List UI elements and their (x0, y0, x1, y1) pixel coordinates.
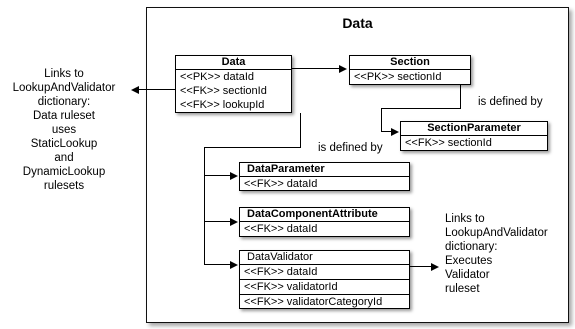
right-note-line: ruleset (445, 283, 480, 295)
arrowhead-section-parameter (391, 127, 399, 136)
arrowhead-section (339, 64, 347, 73)
diagram-title: Data (342, 15, 373, 31)
left-note-line: dictionary: (37, 96, 91, 108)
entity-section-parameter-title: SectionParameter (401, 122, 547, 136)
connector-validator-to-right-note (409, 266, 431, 268)
arrowhead-data-parameter (230, 171, 238, 180)
left-note: Links to LookupAndValidator dictionary: … (0, 67, 128, 193)
entity-data-component-attribute-row: <<FK>> dataId (244, 223, 318, 235)
connector-data-trunk (204, 147, 206, 265)
left-note-line: StaticLookup (30, 138, 98, 150)
entity-data-row: <<FK>> sectionId (180, 85, 267, 97)
entity-data-parameter-title: DataParameter (240, 163, 409, 177)
left-note-line: and (54, 152, 74, 164)
arrowhead-right-note (431, 262, 439, 271)
entity-data: Data <<PK>> dataId <<FK>> sectionId <<FK… (175, 55, 292, 113)
entity-data-validator-row: <<FK>> validatorId (240, 280, 409, 295)
entity-data-component-attribute-title: DataComponentAttribute (240, 208, 409, 222)
left-note-line: Links to (44, 68, 84, 80)
entity-data-title: Data (176, 56, 291, 70)
entity-data-validator-row: <<FK>> dataId (240, 265, 409, 280)
entity-data-row: <<FK>> lookupId (180, 99, 265, 111)
connector-data-down (300, 113, 302, 147)
entity-section-title: Section (350, 56, 470, 70)
arrowhead-data-component-attribute (230, 217, 238, 226)
entity-data-parameter-row: <<FK>> dataId (244, 178, 318, 190)
connector-data-to-left-note (139, 89, 175, 91)
relation-label-section: is defined by (478, 96, 543, 108)
right-note-line: Links to (445, 213, 485, 225)
entity-data-validator: DataValidator <<FK>> dataId <<FK>> valid… (239, 250, 410, 309)
entity-data-component-attribute: DataComponentAttribute <<FK>> dataId (239, 207, 410, 237)
connector-to-data-parameter (204, 175, 230, 177)
left-note-line: uses (51, 124, 77, 136)
connector-data-to-section (291, 68, 339, 70)
arrowhead-left-note (131, 85, 139, 94)
connector-data-horizontal (204, 147, 301, 149)
left-note-line: LookupAndValidator (12, 82, 116, 94)
right-note-line: Validator (445, 269, 490, 281)
entity-section-row: <<PK>> sectionId (354, 71, 442, 83)
entity-data-validator-title: DataValidator (240, 251, 409, 265)
connector-to-data-component-attribute (204, 221, 230, 223)
entity-section-parameter: SectionParameter <<FK>> sectionId (400, 121, 548, 151)
entity-data-row: <<PK>> dataId (180, 71, 255, 83)
connector-section-down-2 (381, 108, 383, 132)
entity-data-parameter: DataParameter <<FK>> dataId (239, 162, 410, 191)
left-note-line: DynamicLookup (22, 166, 106, 178)
entity-section: Section <<PK>> sectionId (349, 55, 471, 85)
connector-section-down (460, 84, 462, 108)
right-note: Links to LookupAndValidator dictionary: … (445, 212, 573, 296)
relation-label-data: is defined by (318, 142, 383, 154)
entity-section-parameter-row: <<FK>> sectionId (405, 137, 492, 149)
left-note-line: rulesets (43, 180, 85, 192)
arrowhead-data-validator (230, 260, 238, 269)
connector-section-to-parameter (381, 131, 391, 133)
connector-section-horizontal (381, 108, 461, 110)
entity-data-validator-row: <<FK>> validatorCategoryId (244, 296, 383, 308)
left-note-line: Data ruleset (32, 110, 95, 122)
right-note-line: LookupAndValidator (445, 227, 548, 239)
right-note-line: dictionary: (445, 241, 498, 253)
connector-to-data-validator (204, 264, 230, 266)
right-note-line: Executes (445, 255, 493, 267)
